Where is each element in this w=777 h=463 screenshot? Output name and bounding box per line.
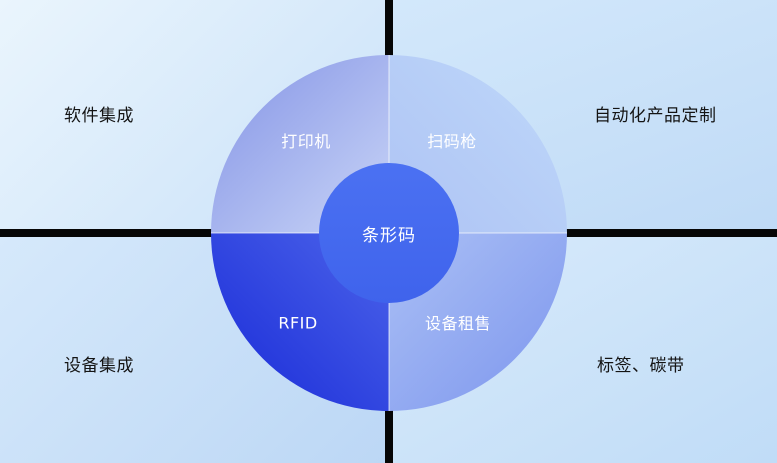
center-label: 条形码	[362, 225, 416, 246]
circle-label-top-right: 扫码枪	[427, 132, 477, 151]
corner-label-bottom-right: 标签、碳带	[597, 356, 685, 376]
circle-label-top-left: 打印机	[281, 132, 331, 151]
corner-label-bottom-left: 设备集成	[64, 356, 134, 376]
circle-label-bottom-left: RFID	[278, 313, 318, 333]
corner-label-top-left: 软件集成	[64, 106, 134, 126]
center-circle: 条形码	[319, 163, 459, 303]
circle-label-bottom-right: 设备租售	[424, 314, 492, 333]
corner-label-top-right: 自动化产品定制	[594, 106, 717, 126]
